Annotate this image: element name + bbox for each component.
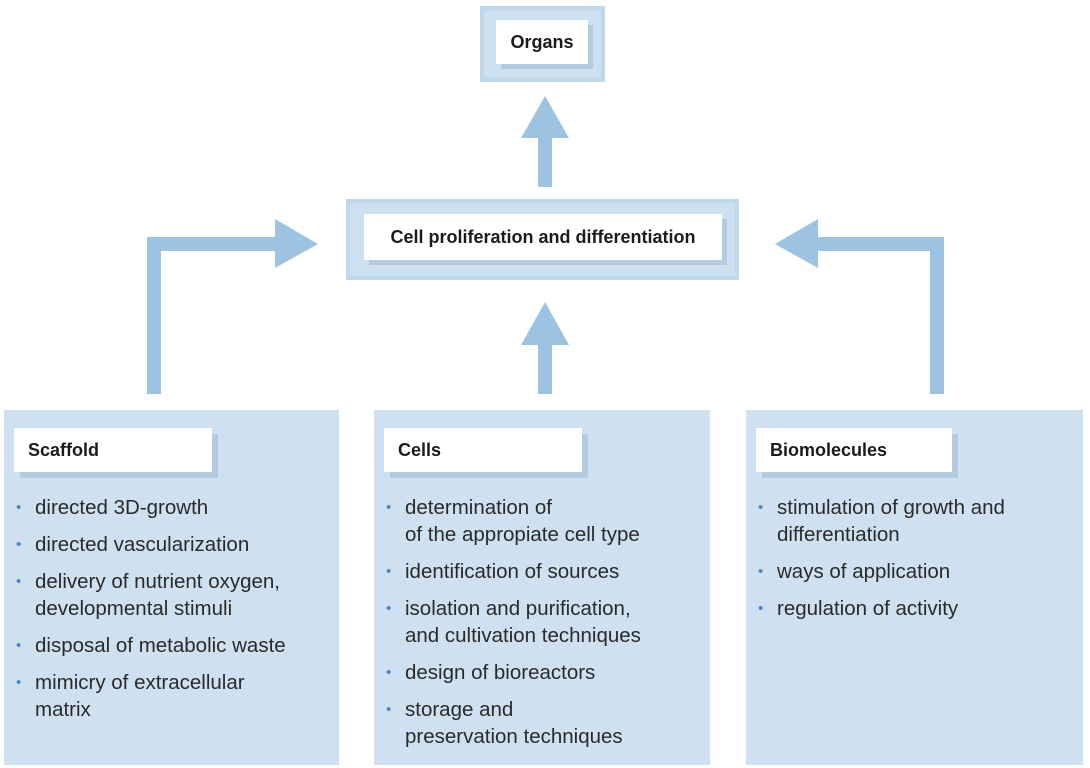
biomolecules-title-box: Biomolecules (756, 428, 952, 472)
cells-title: Cells (398, 439, 442, 460)
list-item: directed vascularization (12, 531, 331, 558)
list-item: regulation of activity (754, 595, 1075, 622)
list-item: directed 3D-growth (12, 494, 331, 521)
list-item: delivery of nutrient oxygen, development… (12, 568, 331, 622)
arrow-up-from-cells (521, 302, 569, 394)
organs-label: Organs (510, 31, 574, 52)
scaffold-panel: Scaffold directed 3D-growth directed vas… (4, 410, 339, 765)
cells-title-box: Cells (384, 428, 582, 472)
list-item: disposal of metabolic waste (12, 632, 331, 659)
arrow-elbow-from-scaffold (147, 219, 318, 394)
biomolecules-title: Biomolecules (770, 439, 888, 460)
organs-label-box: Organs (496, 20, 588, 64)
proliferation-box: Cell proliferation and differentiation (346, 199, 739, 280)
arrow-up-to-organs (521, 96, 569, 187)
list-item: design of bioreactors (382, 659, 702, 686)
arrow-elbow-from-biomolecules (775, 219, 944, 394)
list-item: stimulation of growth and differentiatio… (754, 494, 1075, 548)
list-item: determination of of the appropiate cell … (382, 494, 702, 548)
biomolecules-panel: Biomolecules stimulation of growth and d… (746, 410, 1083, 765)
biomolecules-list: stimulation of growth and differentiatio… (754, 494, 1075, 632)
proliferation-label-box: Cell proliferation and differentiation (364, 214, 722, 260)
cells-list: determination of of the appropiate cell … (382, 494, 702, 760)
list-item: mimicry of extracellular matrix (12, 669, 331, 723)
list-item: identification of sources (382, 558, 702, 585)
list-item: isolation and purification, and cultivat… (382, 595, 702, 649)
list-item: storage and preservation techniques (382, 696, 702, 750)
scaffold-title: Scaffold (28, 439, 100, 460)
proliferation-label: Cell proliferation and differentiation (390, 226, 696, 247)
scaffold-list: directed 3D-growth directed vascularizat… (12, 494, 331, 733)
cells-panel: Cells determination of of the appropiate… (374, 410, 710, 765)
list-item: ways of application (754, 558, 1075, 585)
organs-box: Organs (480, 6, 605, 82)
scaffold-title-box: Scaffold (14, 428, 212, 472)
